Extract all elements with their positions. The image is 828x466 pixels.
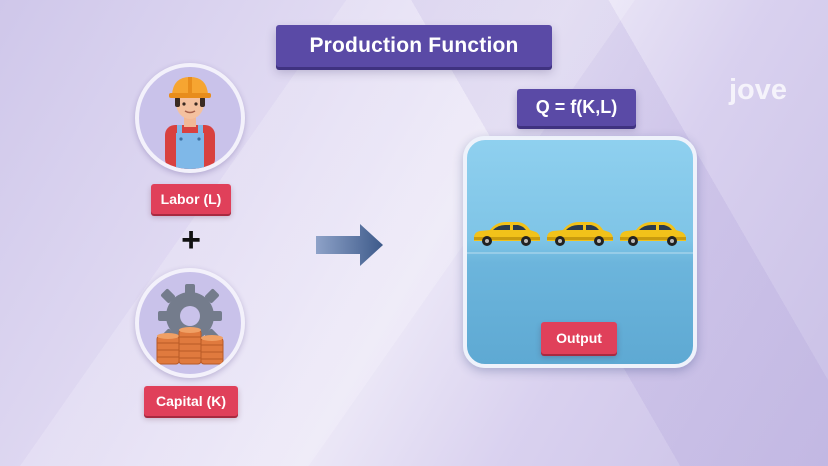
formula-banner: Q = f(K,L) [517,89,636,126]
output-label: Output [541,322,617,354]
car-icon [543,218,615,253]
capital-circle [135,268,245,378]
title-banner: Production Function [276,25,552,67]
car-icon [470,218,542,253]
formula-text: Q = f(K,L) [535,97,618,117]
road-line [467,252,693,254]
plus-sign: + [181,221,201,259]
jove-watermark: jove [729,74,788,106]
output-box [463,136,697,368]
page-title: Production Function [309,34,519,57]
worker-icon [165,77,215,169]
labor-label: Labor (L) [151,184,231,214]
labor-circle [135,63,245,173]
capital-label: Capital (K) [144,386,238,416]
right-arrow-icon [316,224,383,266]
gear-coins-icon [156,284,224,365]
car-icon [616,218,688,253]
